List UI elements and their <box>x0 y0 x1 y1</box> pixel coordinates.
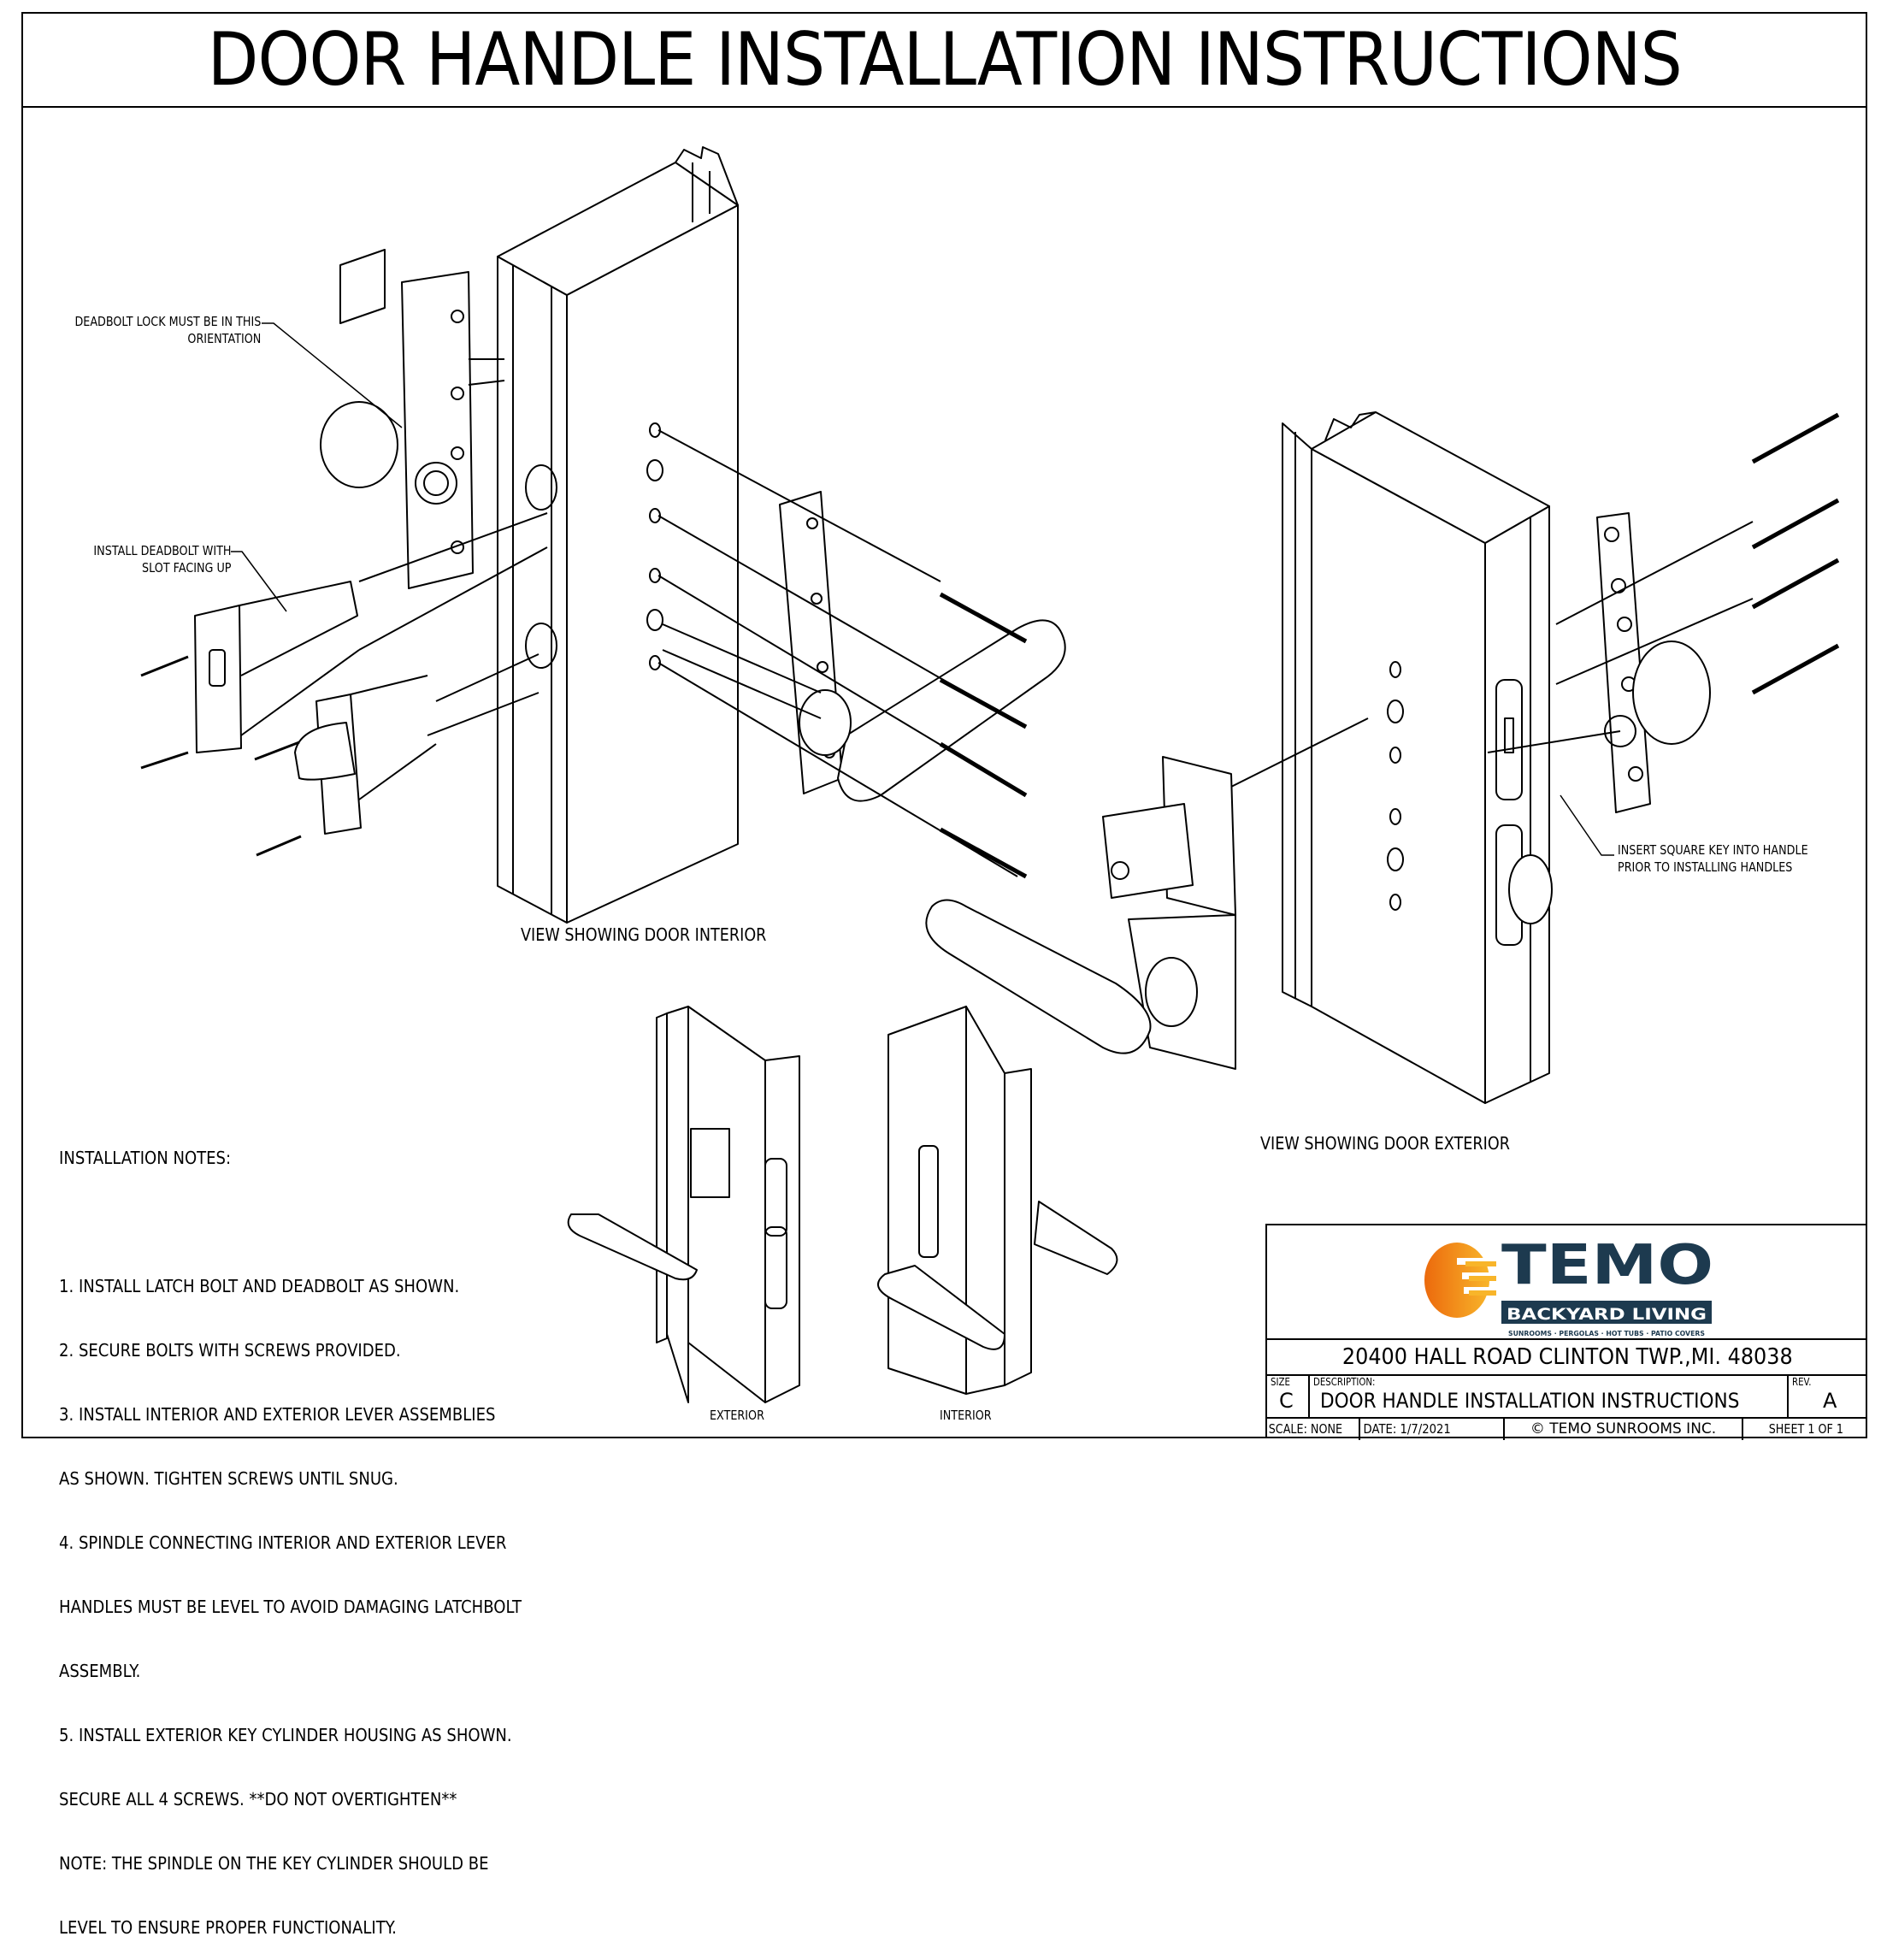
callout-line: DEADBOLT LOCK MUST BE IN THIS <box>74 314 261 329</box>
address-row: 20400 HALL ROAD CLINTON TWP.,MI. 48038 <box>1267 1340 1867 1376</box>
size-cell: SIZE C <box>1267 1376 1310 1417</box>
info-row: SCALE: NONE DATE: 1/7/2021 © TEMO SUNROO… <box>1267 1419 1867 1440</box>
interior-screws <box>657 429 1028 879</box>
exterior-door-profile <box>1282 411 1553 1104</box>
leader-lines <box>231 322 1614 856</box>
description-cell: DESCRIPTION: DOOR HANDLE INSTALLATION IN… <box>1310 1376 1789 1417</box>
logo-tagline: SUNROOMS · PERGOLAS · HOT TUBS · PATIO C… <box>1508 1330 1705 1337</box>
callout-line: SLOT FACING UP <box>141 560 231 576</box>
callout-deadbolt-slot: INSTALL DEADBOLT WITH SLOT FACING UP <box>93 542 231 576</box>
page-title: DOOR HANDLE INSTALLATION INSTRUCTIONS <box>207 17 1682 103</box>
title-band: DOOR HANDLE INSTALLATION INSTRUCTIONS <box>21 12 1867 108</box>
small-view-label-exterior: EXTERIOR <box>710 1408 764 1423</box>
sheet-value: SHEET 1 OF 1 <box>1768 1421 1844 1437</box>
exterior-holes <box>1387 661 1404 911</box>
callout-line: PRIOR TO INSTALLING HANDLES <box>1618 859 1793 875</box>
sheet-cell: SHEET 1 OF 1 <box>1743 1419 1869 1440</box>
note-line: ASSEMBLY. <box>59 1661 141 1681</box>
company-address: 20400 HALL ROAD CLINTON TWP.,MI. 48038 <box>1341 1344 1793 1370</box>
description-value: DOOR HANDLE INSTALLATION INSTRUCTIONS <box>1320 1389 1740 1413</box>
description-caption: DESCRIPTION: <box>1313 1376 1376 1388</box>
small-exterior-view <box>567 1006 800 1403</box>
title-block: TEMO BACKYARD LIVING SUNROOMS · PERGOLAS… <box>1265 1224 1867 1440</box>
scale-cell: SCALE: NONE <box>1267 1419 1360 1440</box>
notes-heading: INSTALLATION NOTES: <box>59 1148 232 1168</box>
date-cell: DATE: 1/7/2021 <box>1360 1419 1505 1440</box>
copyright-cell: © TEMO SUNROOMS INC. <box>1505 1419 1743 1440</box>
latch-screws <box>140 655 302 857</box>
deadbolt-hole <box>525 464 557 511</box>
note-line: 5. INSTALL EXTERIOR KEY CYLINDER HOUSING… <box>59 1725 512 1745</box>
rev-value: A <box>1823 1389 1837 1413</box>
logo-cell: TEMO BACKYARD LIVING SUNROOMS · PERGOLAS… <box>1267 1225 1867 1340</box>
logo-brand: TEMO <box>1501 1234 1713 1297</box>
drawing-border <box>21 12 1867 1438</box>
small-view-label-interior: INTERIOR <box>940 1408 992 1423</box>
view-label-interior: VIEW SHOWING DOOR INTERIOR <box>521 924 767 945</box>
logo-sub: BACKYARD LIVING <box>1507 1305 1707 1324</box>
latch-bolt <box>294 653 540 835</box>
note-line: 3. INSTALL INTERIOR AND EXTERIOR LEVER A… <box>59 1404 496 1425</box>
note-line: NOTE: THE SPINDLE ON THE KEY CYLINDER SH… <box>59 1853 489 1874</box>
exterior-lever-handle <box>925 899 1236 1070</box>
temo-logo: TEMO BACKYARD LIVING SUNROOMS · PERGOLAS… <box>1424 1234 1713 1337</box>
size-value: C <box>1279 1389 1294 1413</box>
small-interior-view <box>877 1006 1118 1395</box>
note-line: 2. SECURE BOLTS WITH SCREWS PROVIDED. <box>59 1340 401 1361</box>
scale-value: SCALE: NONE <box>1268 1421 1343 1437</box>
interior-lever-handle <box>662 491 1066 802</box>
assembly-drawing <box>140 146 1840 1403</box>
date-value: DATE: 1/7/2021 <box>1363 1421 1451 1437</box>
callout-line: ORIENTATION <box>187 331 261 346</box>
callout-deadbolt-orientation: DEADBOLT LOCK MUST BE IN THIS ORIENTATIO… <box>74 313 261 347</box>
size-caption: SIZE <box>1271 1376 1290 1388</box>
copyright-value: © TEMO SUNROOMS INC. <box>1530 1420 1717 1438</box>
note-line: 1. INSTALL LATCH BOLT AND DEADBOLT AS SH… <box>59 1276 460 1296</box>
note-line: SECURE ALL 4 SCREWS. **DO NOT OVERTIGHTE… <box>59 1789 457 1809</box>
note-line: HANDLES MUST BE LEVEL TO AVOID DAMAGING … <box>59 1597 522 1617</box>
view-label-exterior: VIEW SHOWING DOOR EXTERIOR <box>1260 1133 1510 1154</box>
callout-square-key: INSERT SQUARE KEY INTO HANDLE PRIOR TO I… <box>1618 841 1808 876</box>
callout-line: INSERT SQUARE KEY INTO HANDLE <box>1618 842 1808 858</box>
installation-notes: INSTALLATION NOTES: 1. INSTALL LATCH BOL… <box>59 1105 522 1960</box>
description-row: SIZE C DESCRIPTION: DOOR HANDLE INSTALLA… <box>1267 1376 1867 1419</box>
latch-hole <box>525 623 557 669</box>
rev-caption: REV. <box>1792 1376 1812 1388</box>
interior-door-profile <box>497 146 739 924</box>
callout-line: INSTALL DEADBOLT WITH <box>92 543 231 558</box>
deadbolt-latch <box>194 512 548 753</box>
deadbolt-lock <box>320 249 505 589</box>
note-line: LEVEL TO ENSURE PROPER FUNCTIONALITY. <box>59 1917 397 1938</box>
note-line: AS SHOWN. TIGHTEN SCREWS UNTIL SNUG. <box>59 1468 398 1489</box>
rev-cell: REV. A <box>1789 1376 1869 1417</box>
note-line: 4. SPINDLE CONNECTING INTERIOR AND EXTER… <box>59 1532 507 1553</box>
exterior-back-plate-and-screws <box>1487 412 1840 813</box>
